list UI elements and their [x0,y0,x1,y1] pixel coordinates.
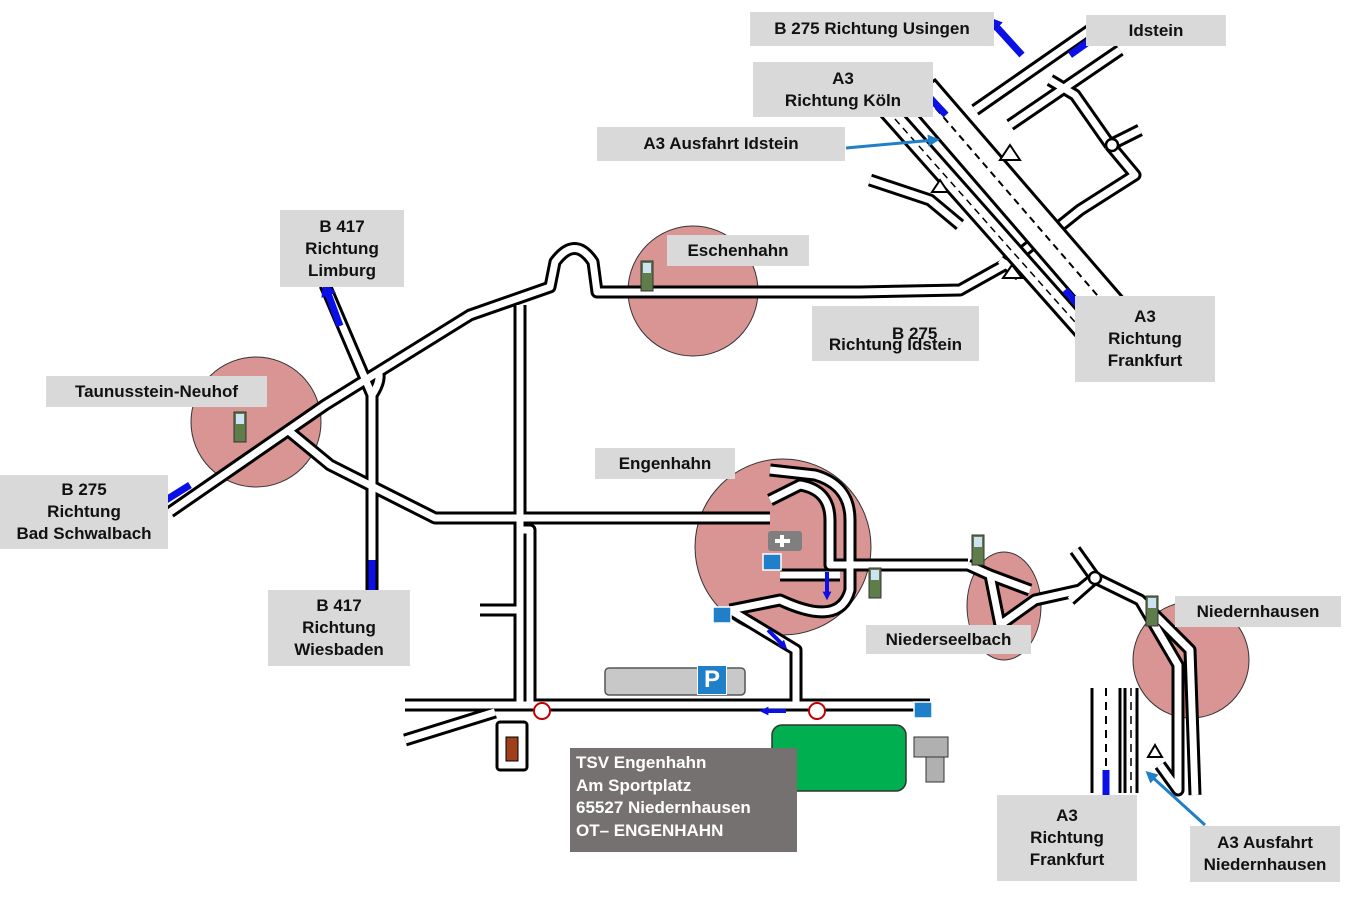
label-eschenhahn: Eschenhahn [667,235,809,266]
town-signs [233,260,1159,627]
a3-motorway-north [877,78,1128,337]
roundabout-icon [808,702,826,720]
town-sign-icon [868,567,882,599]
address-line: Am Sportplatz [576,775,692,795]
town-sign-icon [233,411,247,443]
label-niederseelbach: Niederseelbach [866,625,1031,654]
route-arrows [143,16,1115,826]
label-taunusstein-neuhof: Taunusstein-Neuhof [46,376,267,407]
roundabout-icon [1087,570,1103,586]
label-b275-idstein: B 275 [812,306,979,361]
label-idstein: Idstein [1086,15,1226,46]
clubhouse-icon [913,736,949,783]
address-line: 65527 Niedernhausen [576,798,751,817]
pointer-arrows [845,134,1207,827]
roundabout-icon [1104,137,1120,153]
address-line: OT– ENGENHAHN [576,820,724,840]
town-sign-icon [640,260,654,292]
parking-icon: P [697,665,727,695]
address-line: TSV Engenhahn [576,753,707,772]
roundabout-icon [533,702,551,720]
label-b275-usingen: B 275 Richtung Usingen [750,12,994,46]
a3-motorway-south [1087,570,1164,793]
label-a3-ausfahrt-idstein: A3 Ausfahrt Idstein [597,127,845,161]
address-box: TSV Engenhahn Am Sportplatz 65527 Nieder… [570,748,797,852]
label-niedernhausen: Niedernhausen [1175,596,1341,627]
roads [166,24,1202,797]
label-engenhahn: Engenhahn [595,448,735,479]
town-sign-icon [971,534,985,566]
label-b275-idstein-line2: Richtung Idstein [828,335,963,354]
church-icon [495,720,529,772]
town-sign-icon [1145,595,1159,627]
direction-signs [712,553,933,719]
